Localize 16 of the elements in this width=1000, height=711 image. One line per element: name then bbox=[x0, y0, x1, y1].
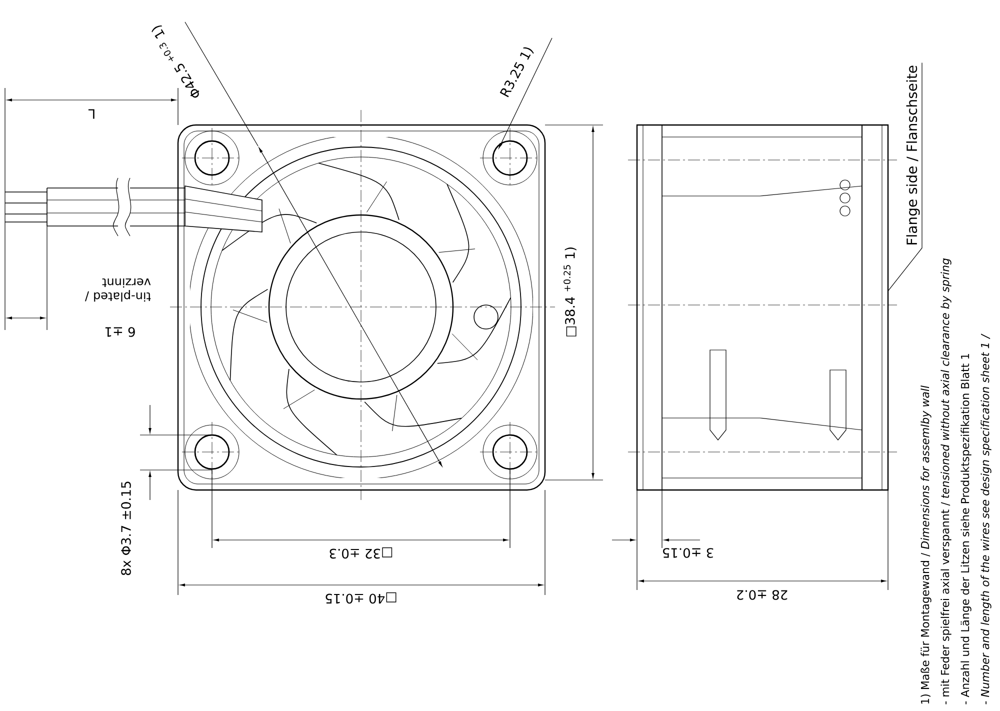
dimension-label: 28 ±0.2 bbox=[737, 590, 788, 600]
footnote: 1) Maße für Montagewand / Dimensions for assemlby wall bbox=[920, 386, 932, 704]
footnote: - mit Feder spielfrei axial verspannt / tensioned without axial clearance by spring bbox=[940, 258, 952, 704]
dimension-label: 3 ±0.15 bbox=[663, 548, 714, 558]
wire-note: tin-plated / verzinnt bbox=[84, 278, 151, 302]
footnote: - Number and length of the wires see design specification sheet 1 / bbox=[980, 334, 992, 704]
leader-line bbox=[888, 62, 922, 291]
dimension-label: □38.4 $^{+0.25}$ 1) bbox=[564, 248, 576, 336]
dimension-label: 8x Φ3.7 ±0.15 bbox=[121, 482, 131, 576]
flange bbox=[862, 124, 888, 490]
dimension-label: 6 ±1 bbox=[105, 327, 135, 337]
dimension-label: L bbox=[88, 109, 94, 119]
annotation-text: Flange side / Flanschseite bbox=[906, 66, 920, 244]
footnote: - Anzahl und Länge der Litzen siehe Produktspezifikation Blatt 1 bbox=[960, 354, 972, 704]
dimension-label: □40 ±0.15 bbox=[326, 592, 396, 604]
dimension-label: □32 ±0.3 bbox=[330, 547, 392, 559]
